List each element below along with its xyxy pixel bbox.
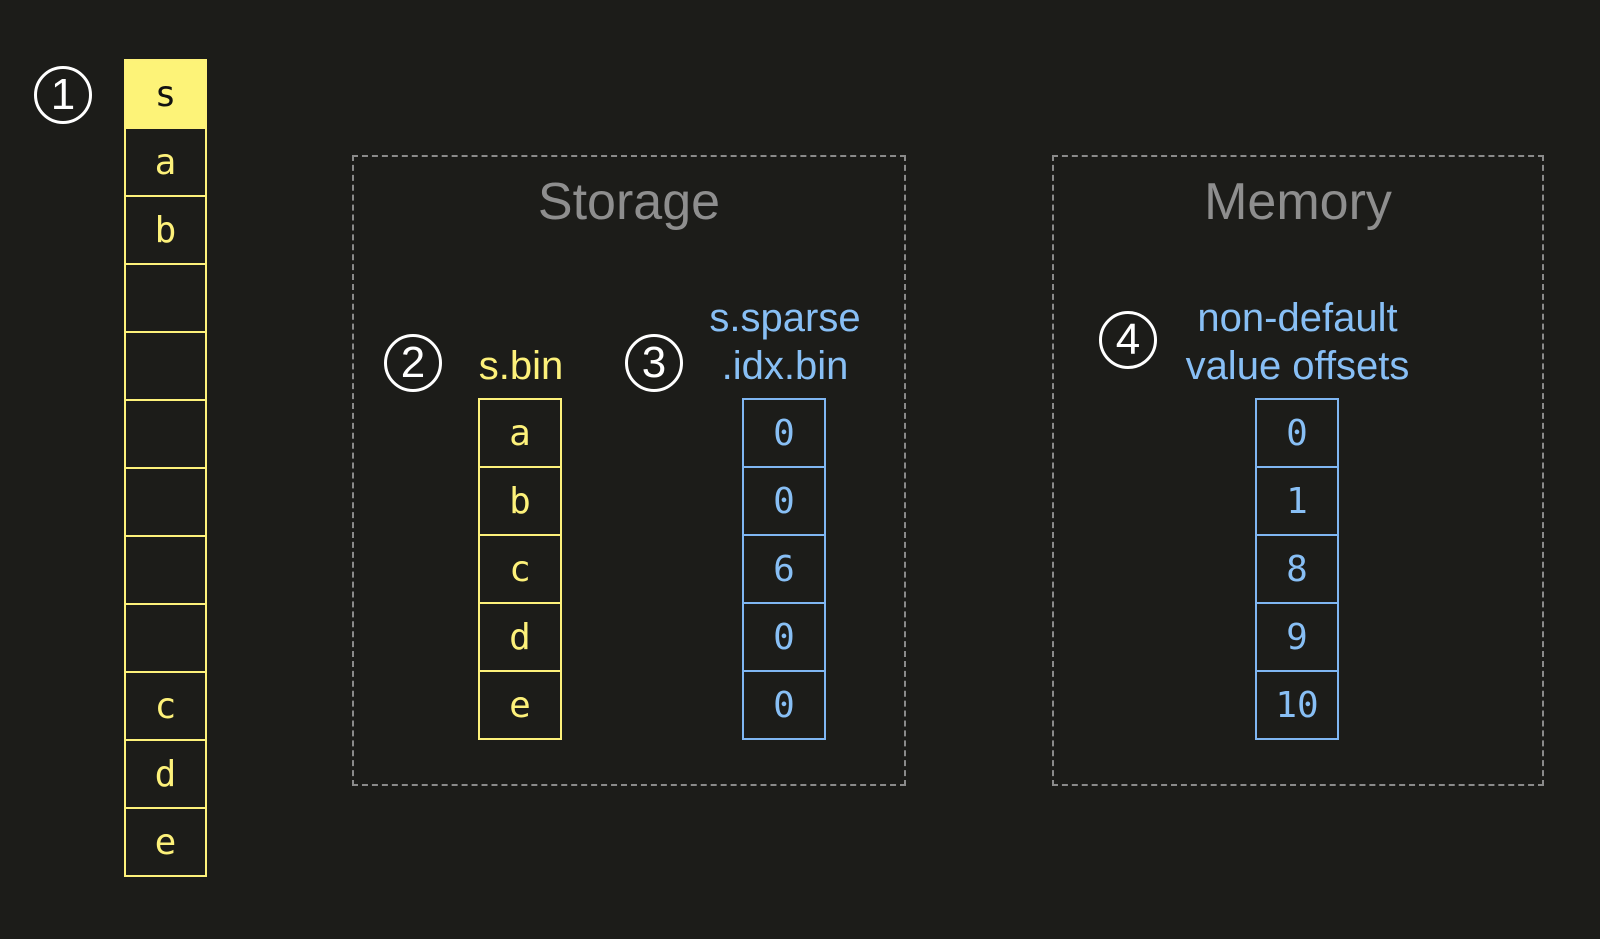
column-cell [124,535,207,605]
column-cell: e [124,807,207,877]
sparse-column: 0 0 6 0 0 [742,398,826,740]
column-cell: c [124,671,207,741]
bin-cell: d [478,602,562,672]
offsets-cell: 8 [1255,534,1339,604]
offsets-label-line2: value offsets [1185,344,1410,388]
sparse-cell: 0 [742,670,826,740]
sparse-cell: 0 [742,466,826,536]
bin-cell: e [478,670,562,740]
offsets-column: 0 1 8 9 10 [1255,398,1339,740]
column-cell [124,331,207,401]
marker-4: 4 [1099,311,1157,369]
sparse-cell: 6 [742,534,826,604]
sparse-cell: 0 [742,602,826,672]
bin-cell: c [478,534,562,604]
bin-cell: a [478,398,562,468]
column-s: s a b c d e [124,59,207,877]
column-cell [124,263,207,333]
column-cell [124,399,207,469]
offsets-cell: 10 [1255,670,1339,740]
marker-2: 2 [384,334,442,392]
bin-label: s.bin [478,344,564,388]
offsets-cell: 0 [1255,398,1339,468]
column-cell [124,467,207,537]
marker-1: 1 [34,66,92,124]
sparse-cell: 0 [742,398,826,468]
storage-box [352,155,906,786]
offsets-cell: 9 [1255,602,1339,672]
column-cell: a [124,127,207,197]
column-cell: b [124,195,207,265]
marker-3: 3 [625,334,683,392]
column-cell [124,603,207,673]
sparse-label-line1: s.sparse [709,296,861,340]
storage-title: Storage [537,173,721,231]
column-cell-header: s [124,59,207,129]
memory-title: Memory [1204,173,1392,231]
offsets-label-line1: non-default [1197,296,1398,340]
bin-column: a b c d e [478,398,562,740]
offsets-cell: 1 [1255,466,1339,536]
sparse-label-line2: .idx.bin [721,344,849,388]
memory-box [1052,155,1544,786]
bin-cell: b [478,466,562,536]
column-cell: d [124,739,207,809]
